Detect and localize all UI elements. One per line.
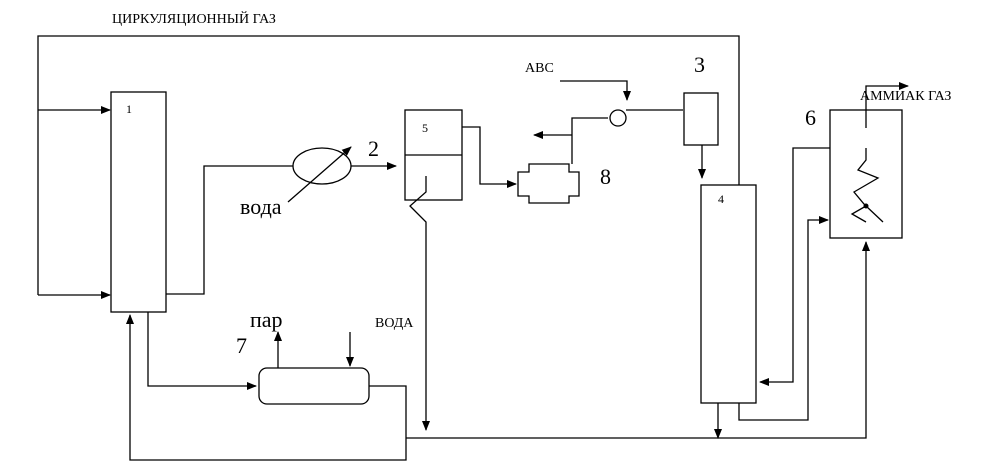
- cooling-water-label: вода: [240, 194, 282, 219]
- abc-label: АВС: [525, 61, 554, 76]
- boiler-water-label: ВОДА: [375, 316, 414, 331]
- unit-5-number: 5: [422, 121, 428, 135]
- unit-6-evaporator: [829, 109, 903, 239]
- unit-3-filter: [683, 92, 719, 146]
- line-abc-input: [560, 80, 631, 101]
- line-unit-8-to-mixer: [533, 117, 608, 164]
- cooling-water-arrow: [287, 146, 352, 203]
- line-ammonia-gas-outlet: [865, 82, 909, 128]
- unit-3-number: 3: [694, 52, 705, 77]
- unit-2-number: 2: [368, 136, 379, 161]
- line-unit-4-to-unit-6: [738, 216, 829, 421]
- line-collector-to-unit-6: [406, 241, 870, 439]
- line-separator-to-unit-8: [462, 126, 517, 188]
- circulation-gas-line: [37, 35, 740, 299]
- line-separator-liquid: [409, 176, 430, 431]
- unit-4-number: 4: [718, 192, 724, 206]
- unit-8-number: 8: [600, 164, 611, 189]
- unit-7-waste-heat-boiler: [258, 367, 370, 405]
- mixing-point: [609, 109, 627, 127]
- ammonia-gas-label: АММИАК ГАЗ: [860, 89, 951, 104]
- line-column-to-boiler: [147, 312, 257, 390]
- unit-6-number: 6: [805, 105, 816, 130]
- circulation-gas-label: ЦИРКУЛЯЦИОННЫЙ ГАЗ: [112, 10, 276, 27]
- unit-1-synthesis-column: [110, 91, 167, 313]
- unit-1-number: 1: [126, 102, 132, 116]
- unit-7-number: 7: [236, 333, 247, 358]
- line-boiler-return-to-column: [126, 314, 407, 461]
- unit-4-condensation-column: [700, 184, 757, 404]
- unit-6-coil-node: [863, 203, 869, 209]
- line-column-to-separator: [166, 162, 397, 295]
- steam-label: пар: [250, 307, 283, 332]
- unit-8-compressor: [517, 163, 580, 204]
- unit-2-water-cooler: [292, 147, 352, 185]
